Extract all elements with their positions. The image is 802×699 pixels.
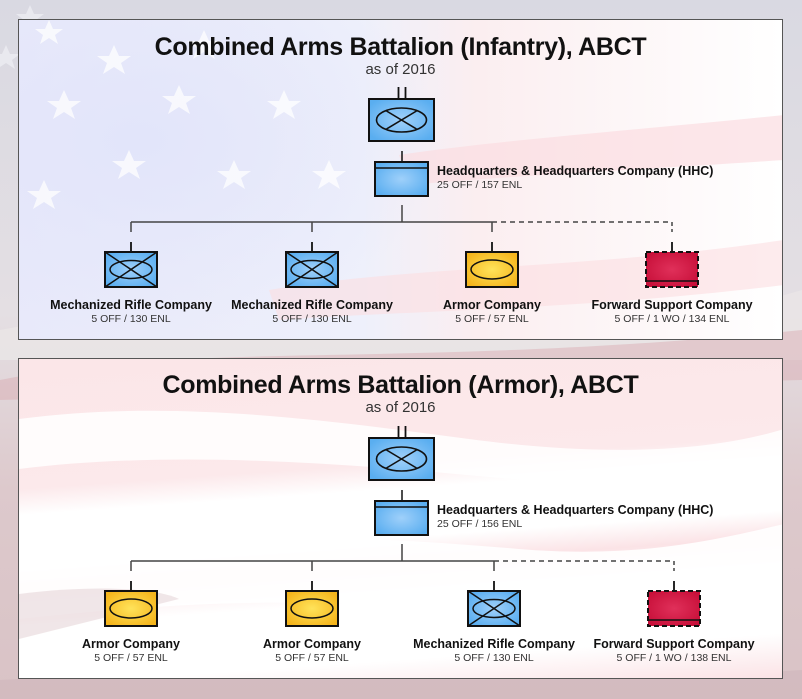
star-icon [162,85,196,114]
armored-track-icon [375,107,428,133]
hq-company-icon [374,500,429,536]
company-name: Mechanized Rifle Company [50,298,212,312]
company-name: Mechanized Rifle Company [231,298,393,312]
star-icon [0,45,20,69]
armored-track-icon [109,259,153,280]
infantry-cross-icon [285,251,339,288]
company-strength: 5 OFF / 57 ENL [275,652,349,664]
armor-company-icon [465,251,519,288]
star-icon [217,160,251,189]
panel-infantry-battalion: Combined Arms Battalion (Infantry), ABCT… [18,19,783,340]
hq-name: Headquarters & Headquarters Company (HHC… [437,164,714,178]
company-strength: 5 OFF / 57 ENL [455,313,529,325]
star-icon [27,180,61,209]
company-name: Armor Company [263,637,361,651]
infantry-cross-icon [467,590,521,627]
company-strength: 5 OFF / 130 ENL [91,313,171,325]
armored-track-icon [109,598,153,619]
company-name: Armor Company [443,298,541,312]
armored-track-icon [290,259,334,280]
star-icon [112,150,146,179]
company-name: Forward Support Company [593,637,755,651]
company-strength: 5 OFF / 130 ENL [454,652,534,664]
armored-track-icon [472,598,516,619]
company-name: Forward Support Company [591,298,753,312]
chart-subtitle: as of 2016 [365,61,436,78]
company-strength: 5 OFF / 1 WO / 134 ENL [614,313,730,325]
company-name: Armor Company [82,637,180,651]
org-chart [104,426,701,627]
armor-company-icon [104,590,158,627]
armor-company-icon [285,590,339,627]
armored-track-icon [290,598,334,619]
star-icon [47,90,81,119]
panel-armor-battalion: Combined Arms Battalion (Armor), ABCT as… [18,358,783,679]
chart-subtitle: as of 2016 [365,399,436,416]
hq-strength: 25 OFF / 157 ENL [437,179,523,191]
star-icon [35,20,63,44]
company-name: Mechanized Rifle Company [413,637,575,651]
star-icon [312,160,346,189]
star-icon [97,45,131,74]
star-icon [187,30,221,59]
infantry-cross-icon [386,110,417,130]
armored-track-icon [470,259,514,280]
infantry-cross-icon [386,449,417,469]
org-chart [104,87,699,288]
star-icon [267,90,301,119]
company-strength: 5 OFF / 130 ENL [272,313,352,325]
chart-title: Combined Arms Battalion (Armor), ABCT [162,371,639,399]
hq-name: Headquarters & Headquarters Company (HHC… [437,503,714,517]
company-strength: 5 OFF / 1 WO / 138 ENL [616,652,732,664]
hq-strength: 25 OFF / 156 ENL [437,518,523,530]
company-strength: 5 OFF / 57 ENL [94,652,168,664]
hq-company-icon [374,161,429,197]
chart-title: Combined Arms Battalion (Infantry), ABCT [154,33,647,61]
armored-track-icon [375,446,428,472]
infantry-cross-icon [104,251,158,288]
